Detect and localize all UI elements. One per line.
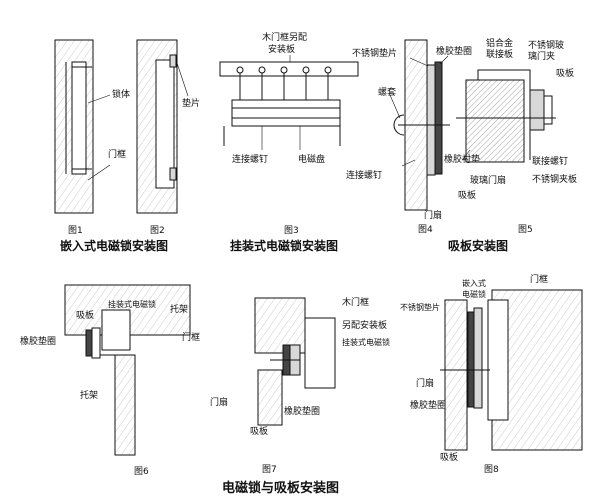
fig4-rubber-pad	[434, 61, 443, 175]
fig8-rubber	[467, 311, 475, 408]
fig5-caption: 图5	[518, 224, 533, 235]
fig8-armature-label: 吸板	[440, 451, 458, 463]
fig7-door-leaf	[257, 369, 283, 426]
fig8-door-label: 门扇	[416, 377, 434, 389]
fig7-caption: 图7	[262, 464, 277, 475]
figure-2: 垫片 图2	[136, 39, 200, 236]
fig6-armature	[91, 327, 101, 359]
fig8-rubber-label: 橡胶垫圈	[410, 399, 446, 411]
fig5-rubber-liner-label: 橡胶衬垫	[444, 153, 480, 165]
fig5-alu-label-2: 联接板	[486, 48, 513, 60]
fig6-bracket-label: 托架	[170, 303, 188, 315]
fig7-plate-label: 另配安装板	[342, 319, 387, 331]
fig8-door-leaf	[444, 299, 468, 451]
fig4-ss-shim	[426, 64, 436, 176]
figure-4: 螺套 不锈钢垫片 橡胶垫圈 连接螺钉 门扇 图4	[346, 39, 472, 235]
figure-6: 吸板 挂装式电磁锁 托架 橡胶垫圈 门框 托架 图6	[20, 284, 200, 477]
fig8-ss-shim	[473, 307, 483, 409]
fig4-nut-sleeve-label: 螺套	[378, 86, 396, 98]
fig7-rubber-label: 橡胶垫圈	[284, 405, 320, 417]
fig5-clip-label-1: 不锈钢玻	[528, 39, 564, 51]
fig5-alu-label-1: 铝合金	[486, 37, 513, 49]
fig6-frame-label: 门框	[182, 331, 200, 343]
fig3-screw-label: 连接螺钉	[232, 153, 268, 165]
fig1-caption: 图1	[68, 225, 83, 236]
fig5-ss-plate-label: 不锈钢夹板	[532, 173, 577, 185]
fig5-screw-label: 联接螺钉	[532, 155, 568, 167]
figure-8: 嵌入式 电磁锁 不锈钢垫片 门框 门扇 橡胶垫圈 吸板 图8	[400, 273, 583, 475]
fig2-shim-bottom	[169, 167, 177, 181]
fig5-ss-clip	[529, 89, 545, 131]
fig3-magnet-body	[231, 99, 341, 127]
fig6-surface-lock	[101, 309, 131, 351]
fig6-rubber-label: 橡胶垫圈	[20, 335, 56, 347]
fig7-lock-label: 挂装式电磁锁	[342, 337, 390, 347]
fig7-armature-label: 吸板	[250, 425, 268, 437]
fig5-clip-label-2: 璃门夹	[528, 50, 555, 62]
fig3-wood-plate-label-2: 安装板	[268, 43, 295, 55]
figure-5: 铝合金 联接板 不锈钢玻 璃门夹 吸板 橡胶衬垫 玻璃门扇 吸板 联接螺钉 不锈…	[444, 37, 577, 235]
fig3-caption: 图3	[284, 225, 299, 236]
fig5-armature2-label: 吸板	[458, 189, 476, 201]
fig8-embedded-lock	[487, 299, 509, 421]
fig7-surface-lock	[304, 317, 336, 389]
fig3-screws	[236, 66, 332, 100]
fig7-wood-frame	[254, 297, 306, 354]
fig5-armature	[543, 95, 553, 125]
fig6-door-leaf	[114, 354, 136, 456]
fig2-lock-slot	[155, 59, 175, 189]
fig8-lock-label-1: 嵌入式	[462, 278, 486, 288]
fig2-shim-label: 垫片	[182, 97, 200, 109]
fig6-bracket2-label: 托架	[80, 389, 98, 401]
fig5-glass-door	[465, 79, 525, 163]
fig8-lock-label-2: 电磁锁	[462, 289, 486, 299]
fig7-frame-label: 木门框	[342, 296, 369, 308]
fig1-lock-body-label: 锁体	[112, 88, 130, 100]
fig3-coil-label: 电磁盘	[298, 153, 325, 165]
fig4-door-leaf-label: 门扇	[424, 209, 442, 221]
fig6-armature-label: 吸板	[76, 309, 94, 321]
fig3-wood-plate-label-1: 木门框另配	[262, 31, 307, 43]
figure-1: 锁体 门框 图1	[54, 39, 130, 236]
fig2-caption: 图2	[150, 225, 165, 236]
fig5-armature-label: 吸板	[556, 67, 574, 79]
fig4-caption: 图4	[418, 224, 433, 235]
fig8-frame-label: 门框	[530, 273, 548, 285]
figure-7: 木门框 另配安装板 挂装式电磁锁 门扇 橡胶垫圈 吸板 图7	[210, 296, 390, 475]
fig6-caption: 图6	[134, 466, 149, 477]
fig8-shim-label: 不锈钢垫片	[400, 302, 440, 312]
fig5-glass-label: 玻璃门扇	[470, 174, 506, 186]
fig6-lock-label: 挂装式电磁锁	[108, 299, 156, 309]
fig4-screw-label: 连接螺钉	[346, 169, 382, 181]
surface-title: 挂装式电磁锁安装图	[230, 238, 338, 253]
armature-title: 吸板安装图	[448, 238, 508, 253]
fig2-shim-top	[169, 54, 177, 68]
fig6-rubber	[85, 329, 93, 357]
fig4-ss-shim-label: 不锈钢垫片	[352, 47, 397, 59]
figure-3: 木门框另配 安装板 连接螺钉 电磁盘 图3	[219, 31, 359, 236]
fig1-lock-body-leader	[87, 94, 111, 104]
fig1-lock-body	[71, 61, 87, 175]
fig1-frame-leader	[87, 164, 111, 181]
fig7-door-label: 门扇	[210, 396, 228, 408]
fig8-caption: 图8	[484, 464, 499, 475]
fig3-mount-plate	[219, 61, 359, 77]
bottom-title: 电磁锁与吸板安装图	[222, 480, 339, 496]
fig4-rubber-label: 橡胶垫圈	[436, 45, 472, 57]
fig1-frame-label: 门框	[108, 148, 126, 160]
embedded-title: 嵌入式电磁锁安装图	[60, 238, 168, 253]
